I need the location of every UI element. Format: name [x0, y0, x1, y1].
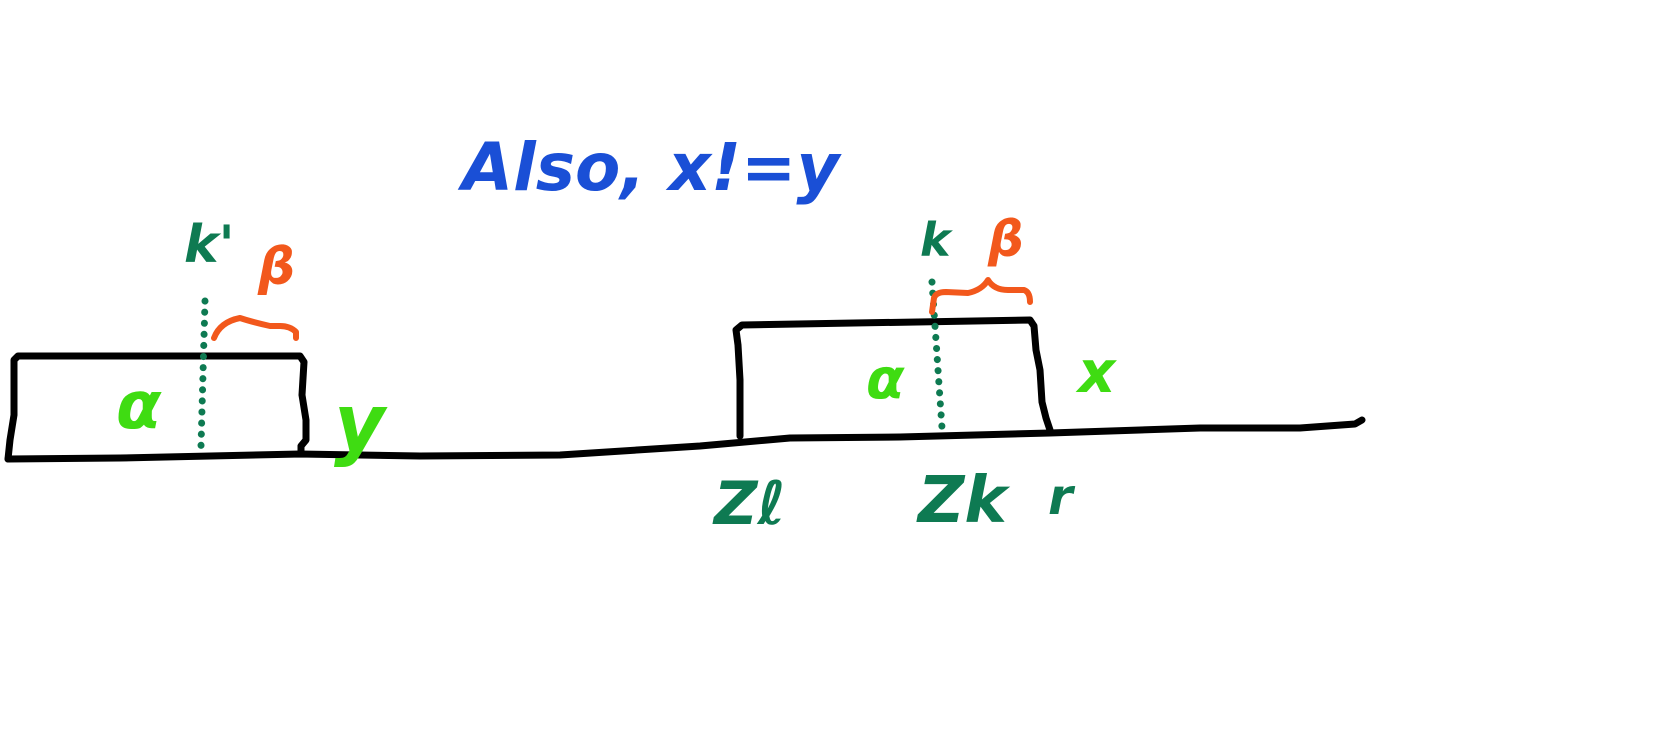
right-x-label: x [1075, 338, 1117, 406]
right-beta-label: β [987, 210, 1024, 268]
left-beta-brace [211, 315, 299, 341]
right-r-label: r [1048, 468, 1076, 526]
left-block [4, 352, 310, 463]
left-beta-label: β [257, 237, 295, 297]
right-block [732, 316, 1054, 440]
note-text: Also, x!=y [457, 129, 842, 206]
baseline [4, 416, 1366, 463]
left-alpha-label: α [116, 367, 162, 444]
right-zk-label: Zk [916, 464, 1010, 538]
left-dotted-line [197, 297, 209, 450]
right-zl-label: Zℓ [712, 469, 786, 539]
left-y-label: y [334, 379, 388, 469]
left-k-label: k' [184, 215, 235, 275]
right-alpha-label: α [866, 347, 905, 412]
right-k-label: k [920, 213, 953, 267]
right-beta-brace [929, 277, 1033, 315]
